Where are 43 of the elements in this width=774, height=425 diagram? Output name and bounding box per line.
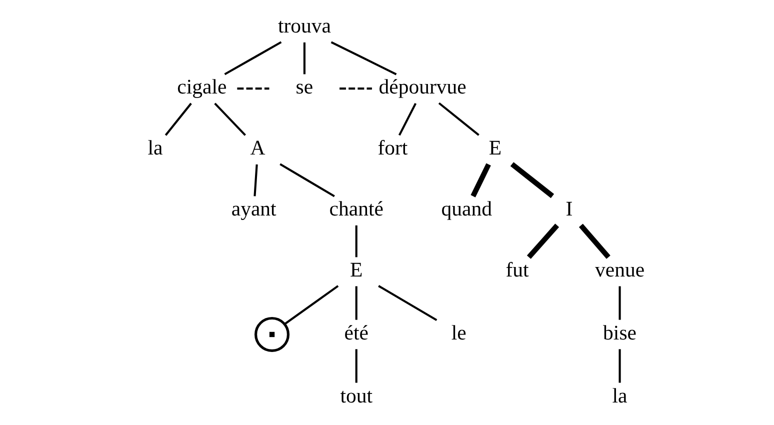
connector (438, 102, 479, 136)
connector (354, 349, 357, 383)
node-text: fort (377, 137, 408, 160)
connector (339, 88, 372, 90)
connector (526, 224, 559, 259)
node-text: se (295, 76, 313, 99)
connector (354, 225, 357, 258)
connector (398, 102, 416, 136)
node-text: cigale (176, 76, 226, 99)
node-text: A (250, 137, 265, 160)
node-circle (254, 316, 290, 352)
connector (284, 285, 338, 325)
connector (164, 102, 192, 136)
node-text: dépourvue (378, 76, 466, 99)
connector (253, 164, 258, 196)
node-text: la (612, 385, 627, 408)
node-text: le (450, 322, 466, 344)
node-text: ayant (230, 198, 276, 220)
connector (470, 163, 490, 198)
node-text: quand (440, 198, 492, 220)
connector (279, 163, 334, 198)
node-text: E (350, 259, 362, 282)
connector (618, 349, 620, 383)
connector (330, 41, 396, 76)
node-text: fut (505, 259, 528, 282)
node-text: E (488, 137, 502, 160)
node-text: bise (602, 322, 636, 344)
node-text: tout (340, 385, 372, 408)
connector (510, 162, 554, 198)
connector (378, 285, 437, 321)
node-text: chanté (328, 198, 383, 220)
connector (236, 88, 269, 90)
node-text: venue (594, 259, 644, 282)
node-text: la (147, 137, 162, 160)
connector (214, 102, 246, 136)
connector (302, 42, 305, 74)
connector (354, 286, 357, 320)
connector (224, 41, 282, 76)
connector (618, 286, 620, 320)
node-text: I (565, 198, 572, 220)
node-text: été (344, 322, 368, 344)
node-text: trouva (277, 16, 330, 38)
connector (578, 224, 610, 259)
